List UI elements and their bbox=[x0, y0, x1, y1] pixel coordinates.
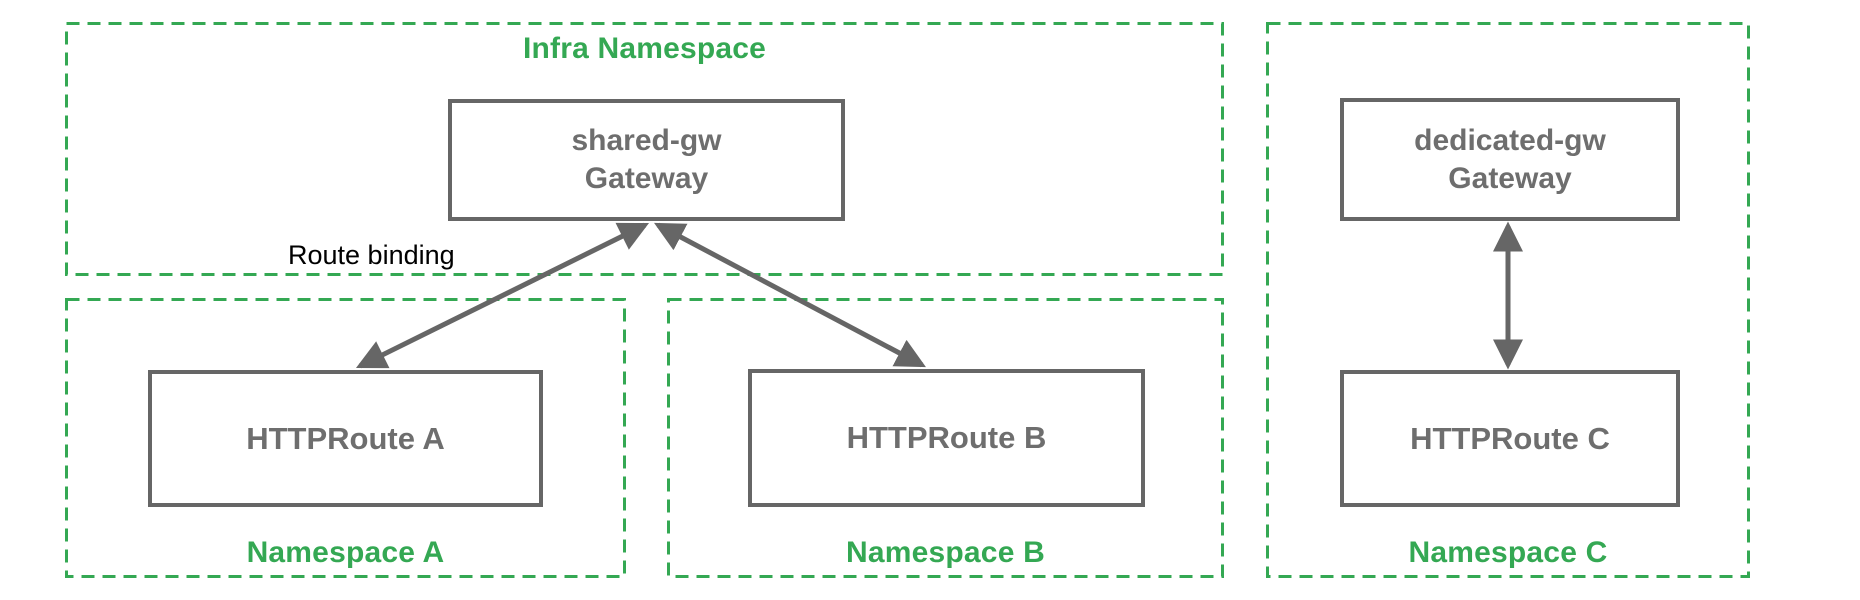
httproute-a-node: HTTPRoute A bbox=[148, 370, 543, 507]
infra-namespace-label: Infra Namespace bbox=[522, 32, 767, 65]
route-binding-edge-label: Route binding bbox=[288, 240, 455, 270]
shared-gateway-name: shared-gw bbox=[571, 124, 722, 157]
namespace-c-label: Namespace C bbox=[1408, 536, 1608, 569]
dedicated-gateway-name: dedicated-gw bbox=[1414, 123, 1606, 157]
route-b-binding-arrow bbox=[654, 222, 926, 368]
httproute-b-label: HTTPRoute B bbox=[846, 420, 1047, 455]
httproute-b-node: HTTPRoute B bbox=[748, 369, 1145, 507]
namespace-a-label: Namespace A bbox=[246, 536, 445, 569]
dedicated-gateway-kind: Gateway bbox=[1448, 161, 1572, 195]
httproute-a-label: HTTPRoute A bbox=[246, 420, 445, 456]
httproute-c-label: HTTPRoute C bbox=[1410, 420, 1610, 456]
dedicated-gateway-node: dedicated-gw Gateway bbox=[1340, 98, 1680, 221]
httproute-c-node: HTTPRoute C bbox=[1340, 370, 1680, 507]
shared-gateway-kind: Gateway bbox=[584, 162, 709, 195]
namespace-b-label: Namespace B bbox=[846, 536, 1045, 569]
shared-gateway-node: shared-gw Gateway bbox=[448, 99, 845, 221]
